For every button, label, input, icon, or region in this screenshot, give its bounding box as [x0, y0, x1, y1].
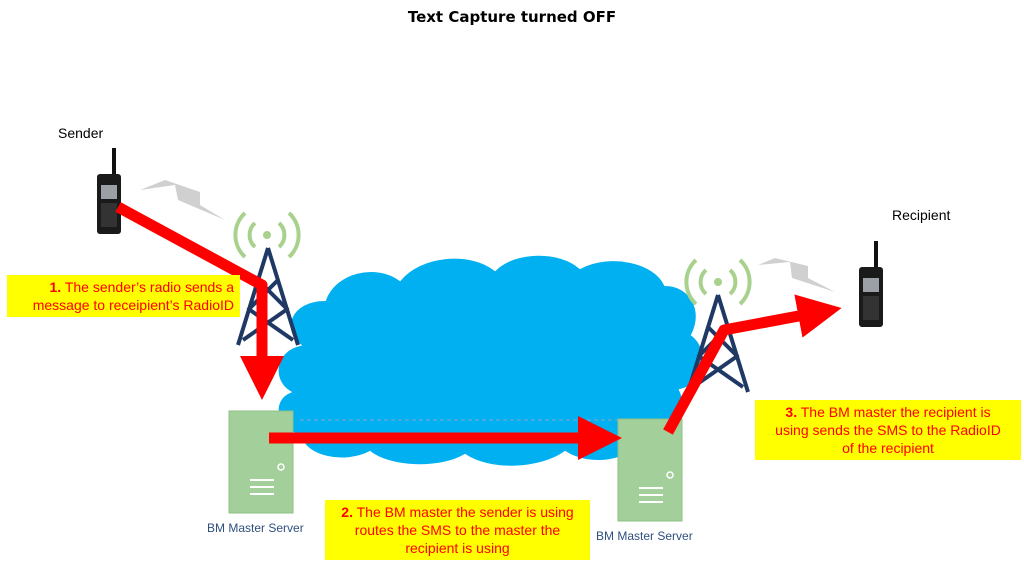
server-icon [229, 411, 293, 513]
step-1-line-2: message to receipient’s RadioID [13, 296, 234, 314]
step-2-line-3: recipient is using [331, 539, 584, 557]
page-title: Text Capture turned OFF [0, 8, 1024, 26]
step-2-line-2: routes the SMS to the master the [331, 521, 584, 539]
server-label-sender: BM Master Server [207, 521, 304, 535]
wireless-bolt-icon [140, 180, 225, 220]
step-2-line-1: The BM master the sender is using [357, 504, 574, 520]
step-3-line-2: using sends the SMS to the RadioID [761, 421, 1015, 439]
step-3-line-1: The BM master the recipient is [801, 404, 991, 420]
tower-icon [238, 248, 298, 345]
server-label-recipient: BM Master Server [596, 529, 693, 543]
step-3-callout: 3. The BM master the recipient is using … [755, 400, 1021, 460]
step-1-callout: 1. The sender’s radio sends a message to… [7, 275, 240, 317]
radio-icon [97, 148, 121, 234]
step-1-number: 1. [50, 279, 62, 295]
step-2-number: 2. [341, 504, 353, 520]
step-1-line-1: The sender’s radio sends a [65, 279, 234, 295]
radio-icon [859, 241, 883, 327]
step-3-number: 3. [785, 404, 797, 420]
step-3-line-3: of the recipient [761, 439, 1015, 457]
recipient-label: Recipient [892, 207, 950, 223]
step-2-callout: 2. The BM master the sender is using rou… [325, 500, 590, 560]
sender-label: Sender [58, 125, 103, 141]
wireless-bolt-icon [758, 258, 835, 292]
